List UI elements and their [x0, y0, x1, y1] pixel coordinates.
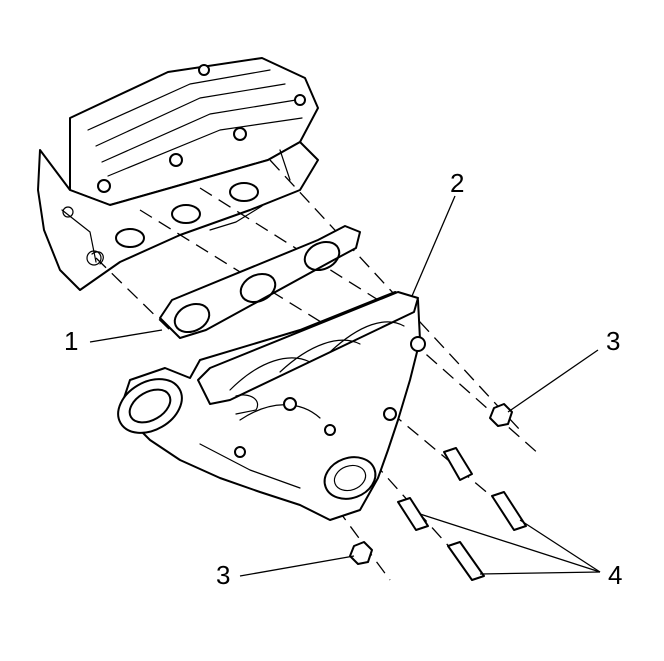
callout-nut-upper: 3 [606, 326, 620, 356]
engine-cylinder-head [37, 57, 319, 291]
exhaust-manifold [117, 291, 426, 521]
exhaust-manifold-nut-lower [349, 541, 373, 565]
exhaust-manifold-gasket [159, 225, 361, 339]
callout-nut-lower: 3 [216, 560, 230, 590]
callout-studs: 4 [608, 560, 622, 590]
leader-lines [89, 195, 601, 577]
callout-manifold: 2 [450, 168, 464, 198]
callout-gasket: 1 [64, 326, 78, 356]
exhaust-manifold-nut-upper [489, 403, 513, 427]
exhaust-manifold-studs [397, 447, 527, 581]
